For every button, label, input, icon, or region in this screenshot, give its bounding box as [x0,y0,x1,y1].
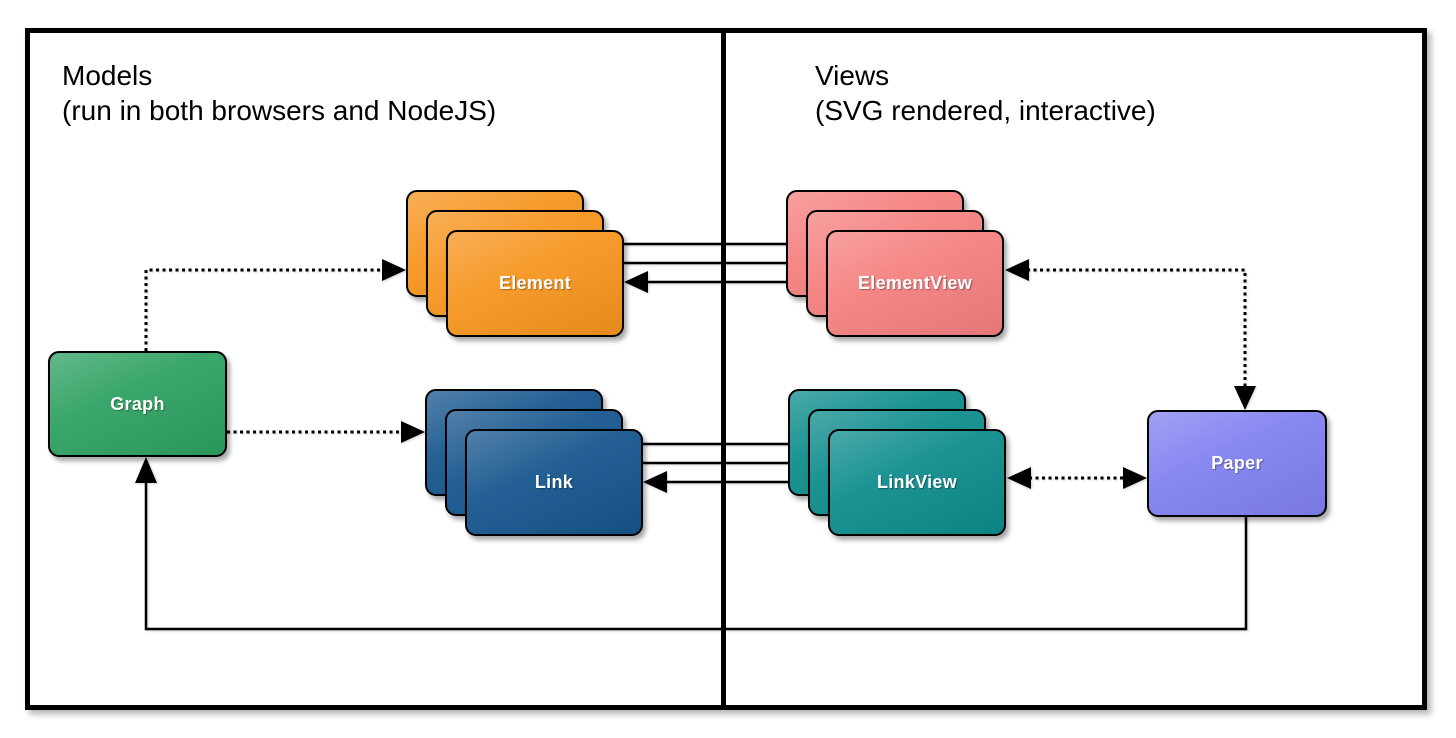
models-panel-title: Models (run in both browsers and NodeJS) [62,58,496,128]
views-title: Views [815,60,890,91]
element-label: Element [498,273,572,293]
element-card-front: Element [446,230,624,337]
linkview-card-front: LinkView [828,429,1006,536]
models-subtitle: (run in both browsers and NodeJS) [62,95,497,126]
linkview-stack: LinkView [788,389,1008,539]
views-panel-title: Views (SVG rendered, interactive) [815,58,1156,128]
paper-card: Paper [1147,410,1327,517]
models-title: Models [62,60,153,91]
elementview-stack: ElementView [786,190,1006,340]
element-stack: Element [406,190,626,340]
views-subtitle: (SVG rendered, interactive) [815,95,1156,126]
panel-divider [721,28,726,710]
elementview-card-front: ElementView [826,230,1004,337]
elementview-label: ElementView [857,273,973,293]
graph-label: Graph [110,393,165,414]
linkview-label: LinkView [876,472,958,492]
paper-label: Paper [1211,453,1263,473]
link-label: Link [534,472,574,492]
link-card-front: Link [465,429,643,536]
link-stack: Link [425,389,645,539]
outer-frame [25,28,1427,710]
graph-card: Graph [48,351,227,457]
